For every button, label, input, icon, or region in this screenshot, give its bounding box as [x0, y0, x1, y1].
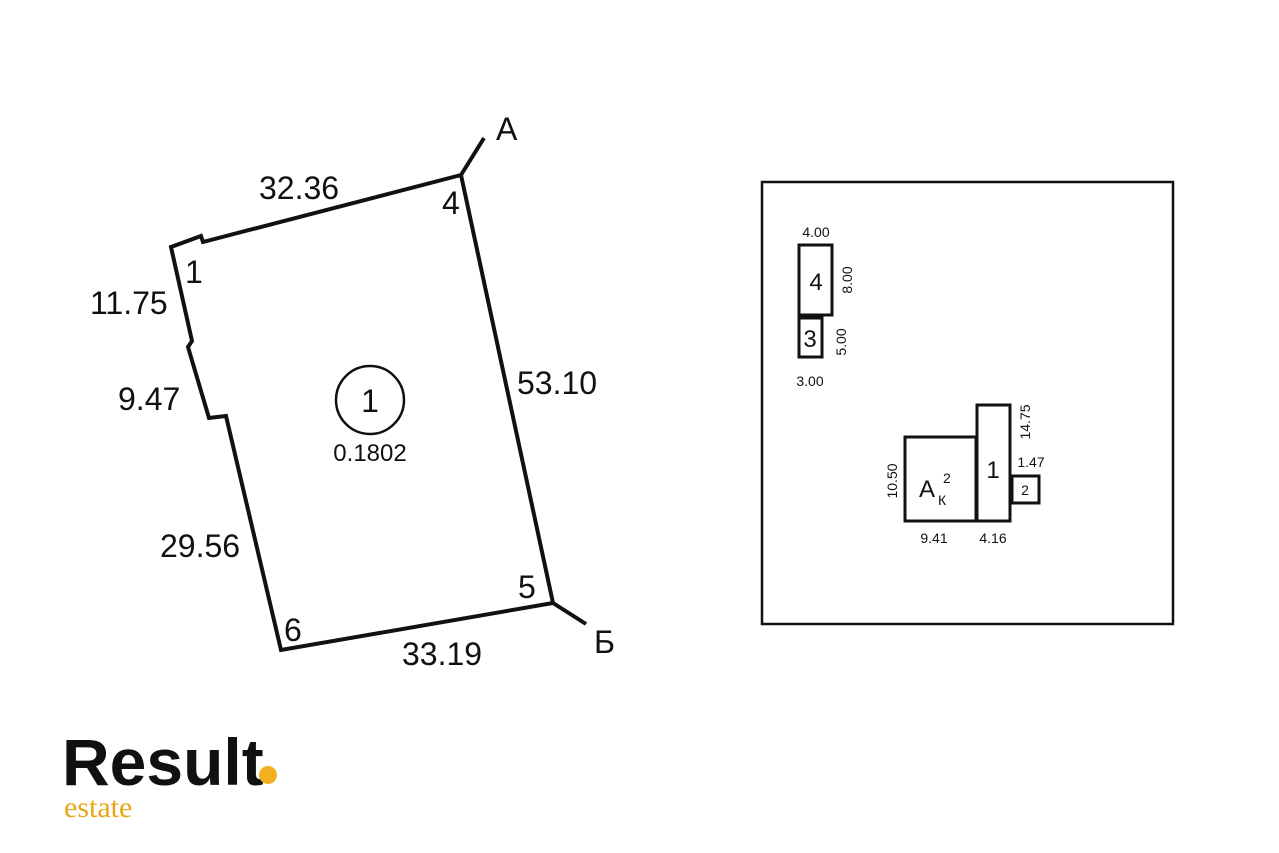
direction-mark-B: Б	[594, 624, 615, 660]
building-3-label: 3	[803, 326, 816, 353]
logo-wordmark: Result	[62, 725, 264, 799]
building-1-label: 1	[986, 457, 999, 484]
side-label-33-19: 33.19	[402, 636, 482, 672]
vertex-label-1: 1	[185, 254, 203, 290]
building-2	[1010, 474, 1041, 505]
building-2-label: 2	[1021, 482, 1029, 498]
building-A-width: 9.41	[920, 530, 947, 546]
building-4-label: 4	[809, 269, 822, 296]
direction-mark-A: А	[496, 111, 518, 147]
building-A-sup: 2	[943, 470, 951, 486]
vertex-label-4: 4	[442, 185, 460, 221]
building-A-sub: К	[938, 492, 947, 508]
building-4-width: 4.00	[802, 224, 829, 240]
logo-tagline: estate	[64, 791, 132, 824]
buildings-frame	[760, 180, 1175, 626]
building-A	[903, 435, 978, 523]
building-1-length: 14.75	[1017, 404, 1033, 439]
building-1	[975, 403, 1012, 523]
parcel-area: 0.1802	[333, 440, 406, 467]
side-label-53-10: 53.10	[517, 365, 597, 401]
leader-A	[459, 136, 486, 177]
side-label-29-56: 29.56	[160, 528, 240, 564]
building-1-width: 4.16	[979, 530, 1006, 546]
plot-boundary	[168, 173, 556, 653]
leader-B	[551, 601, 588, 626]
logo-dot	[259, 766, 277, 784]
side-label-11-75: 11.75	[90, 285, 168, 321]
vertex-label-5: 5	[518, 569, 536, 605]
building-3-length: 5.00	[833, 328, 849, 355]
side-label-9-47: 9.47	[118, 381, 180, 417]
result-estate-logo: Result estate	[62, 725, 277, 824]
parcel-number: 1	[361, 383, 379, 419]
building-4	[797, 243, 834, 317]
building-A-length: 10.50	[884, 463, 900, 498]
building-3	[797, 316, 824, 359]
building-4-length: 8.00	[839, 266, 855, 293]
parcel-circle	[334, 364, 406, 436]
building-2-length: 1.47	[1017, 454, 1044, 470]
building-A-label: А	[919, 476, 935, 503]
building-3-width: 3.00	[796, 373, 823, 389]
vertex-label-6: 6	[284, 612, 302, 648]
side-label-32-36: 32.36	[259, 170, 339, 206]
